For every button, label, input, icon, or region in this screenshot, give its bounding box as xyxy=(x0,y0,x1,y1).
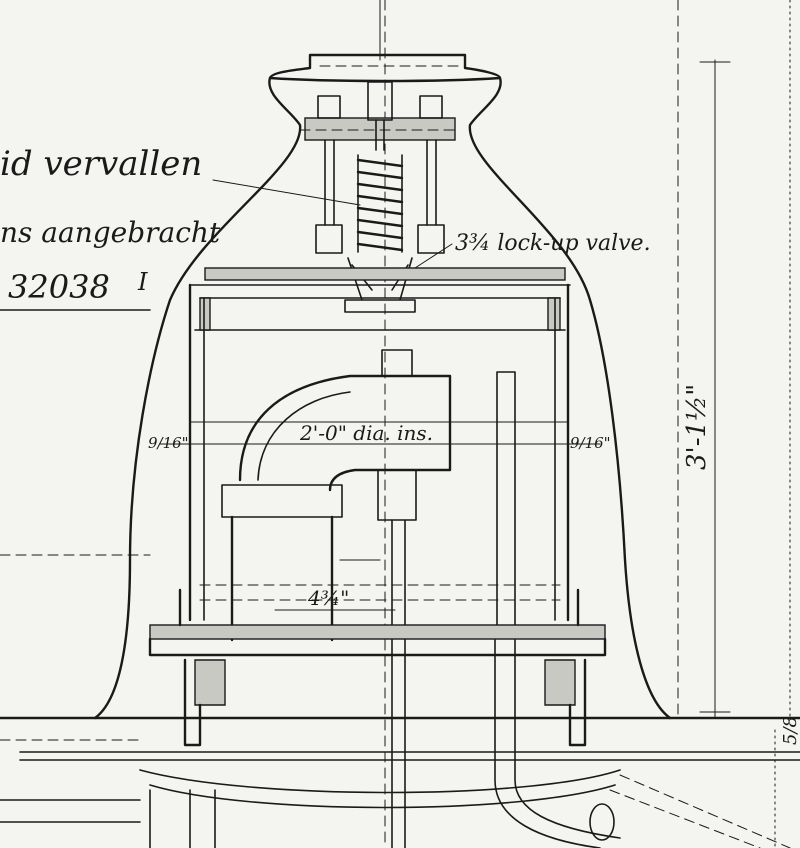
base-foot-right xyxy=(568,658,587,747)
base-hatch-right xyxy=(544,659,576,706)
drawing-ref-suffix: I xyxy=(137,268,148,296)
base-hatch-left xyxy=(194,659,226,706)
top-plate-hatch-right xyxy=(547,297,561,331)
lower-right-dash xyxy=(609,774,791,848)
stem-dimension-label: 4¾" xyxy=(307,586,349,610)
pipe-flange xyxy=(221,484,343,518)
inner-liner xyxy=(188,283,570,622)
right-gap-label: 9/16" xyxy=(570,434,611,452)
outer-casing-outline xyxy=(93,76,672,720)
valve-bonnet xyxy=(304,117,456,141)
annotation-line1: id vervallen xyxy=(0,144,202,184)
center-stud xyxy=(367,81,393,151)
base-flange-outline xyxy=(148,588,607,657)
valve-leader-line xyxy=(212,179,361,206)
lower-pipe xyxy=(494,639,621,848)
right-stud xyxy=(417,95,445,254)
dia-label: 2'-0" dia. ins. xyxy=(299,421,433,445)
valve-spring xyxy=(356,154,404,253)
pipe-cap-nut xyxy=(381,349,413,377)
left-stud xyxy=(315,95,343,254)
left-gap-label: 9/16" xyxy=(148,434,189,452)
top-plate xyxy=(204,267,566,281)
pipe-fitting xyxy=(589,803,615,841)
annotation-line2: ns aangebracht xyxy=(0,216,221,249)
dome-cap xyxy=(268,53,502,83)
valve-label: 3¾ lock-up valve. xyxy=(455,231,651,256)
top-plate-hatch-left xyxy=(199,297,211,331)
base-flange xyxy=(149,624,606,640)
valve-label-leader xyxy=(414,243,453,269)
steam-pipe-bend xyxy=(238,374,452,492)
vertical-tube xyxy=(496,371,516,635)
base-foot-left xyxy=(183,658,202,747)
height-dimension-label: 3'-1½" xyxy=(682,384,712,470)
base-dimension-label: 5/8 xyxy=(780,716,800,745)
drawing-ref-number: 32038 xyxy=(8,268,110,306)
regulator-stem xyxy=(377,469,417,848)
steam-pipe-inner xyxy=(257,391,351,481)
top-plate-flange xyxy=(189,284,571,331)
dome-base-curve xyxy=(139,769,621,809)
lower-structure xyxy=(0,789,216,848)
